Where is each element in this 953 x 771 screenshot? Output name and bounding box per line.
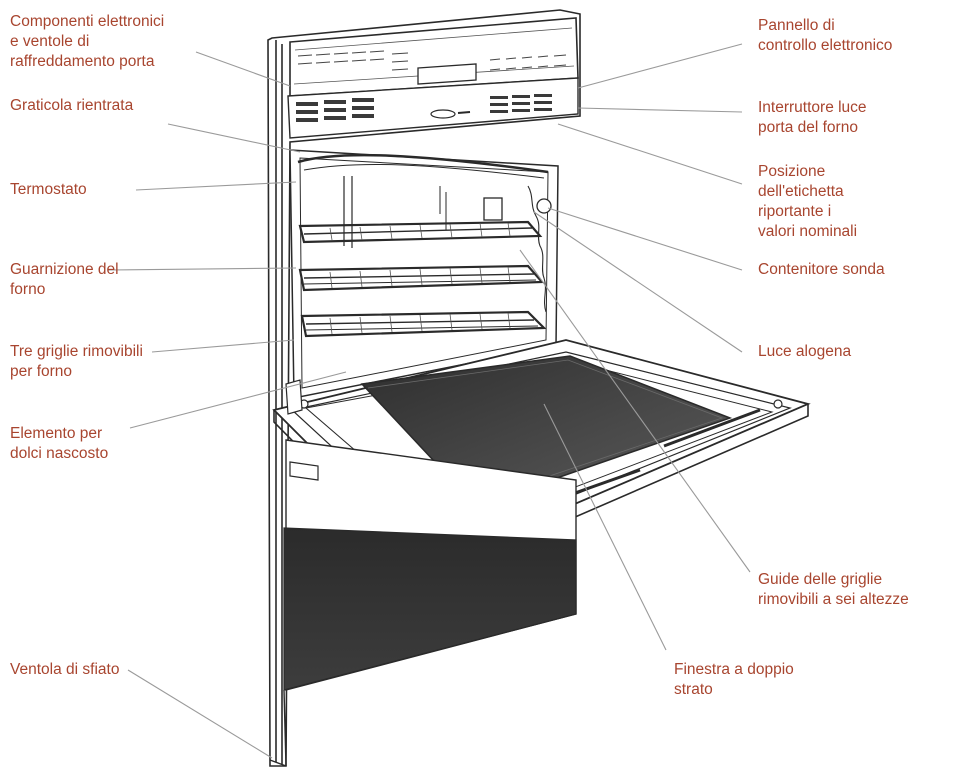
label-tre-griglie: Tre griglie rimovibili per forno: [10, 343, 143, 380]
label-guarnizione-forno: Guarnizione del forno: [10, 261, 119, 298]
label-interruttore-luce: Interruttore luce porta del forno: [758, 99, 867, 136]
label-elemento-dolci: Elemento per dolci nascosto: [10, 425, 109, 462]
label-ventola-sfiato: Ventola di sfiato: [10, 661, 120, 678]
label-luce-alogena: Luce alogena: [758, 343, 852, 360]
oven-cavity: [289, 149, 559, 399]
label-posizione-etichetta: Posizione dell'etichetta riportante i va…: [758, 163, 858, 240]
label-finestra-doppio-strato: Finestra a doppio strato: [674, 661, 794, 698]
leader-lines: [107, 43, 751, 759]
oven-racks: [298, 220, 547, 338]
label-pannello-controllo: Pannello di controllo elettronico: [758, 17, 893, 54]
lower-oven: [269, 439, 577, 767]
label-contenitore-sonda: Contenitore sonda: [758, 261, 885, 278]
label-graticola-rientrata: Graticola rientrata: [10, 97, 134, 114]
label-componenti-elettronici: Componenti elettronici e ventole di raff…: [10, 13, 165, 70]
vent-band: [287, 77, 579, 139]
label-termostato: Termostato: [10, 181, 87, 198]
label-guide-griglie: Guide delle griglie rimovibili a sei alt…: [758, 571, 909, 608]
control-panel: [289, 17, 579, 97]
